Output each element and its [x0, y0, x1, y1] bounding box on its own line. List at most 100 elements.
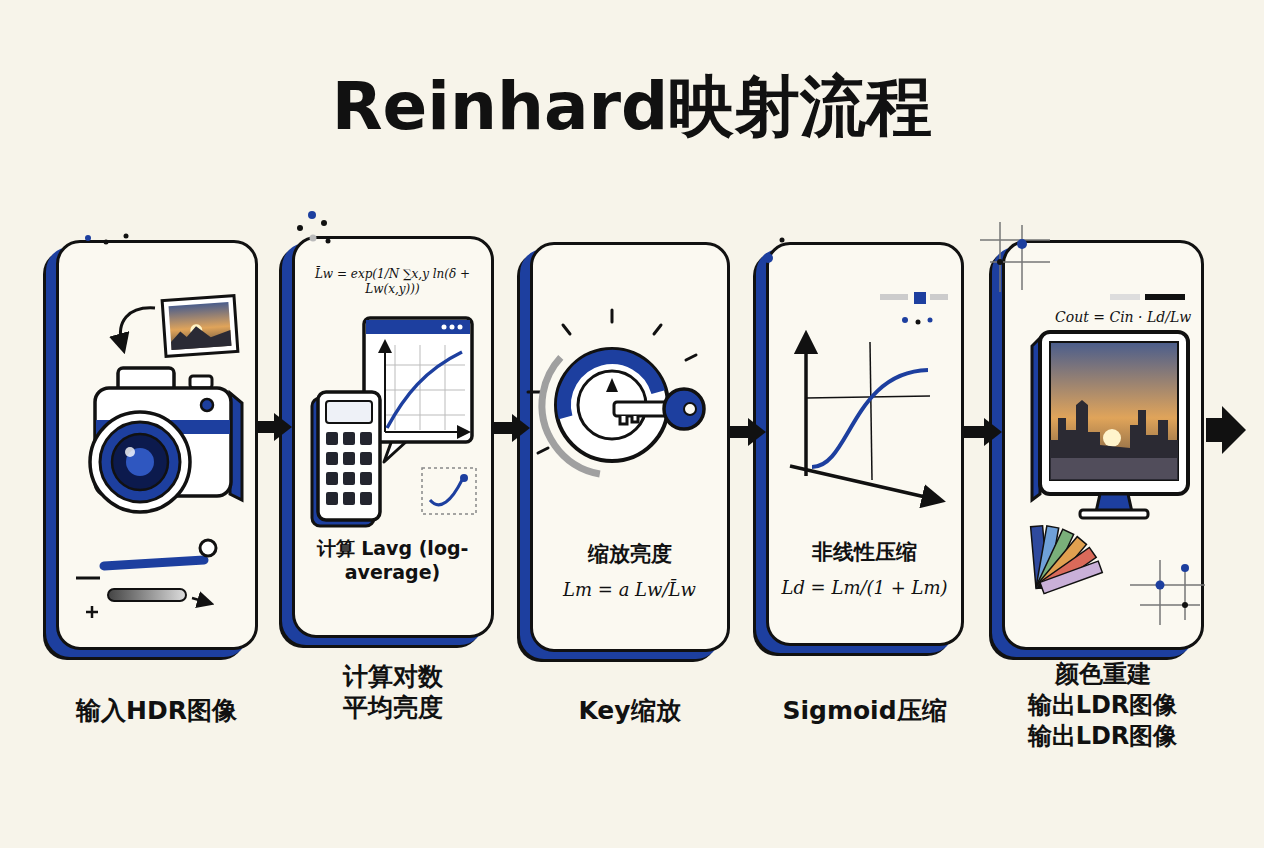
monitor-illustration	[1145, 294, 1185, 300]
camera-illustration	[190, 324, 203, 337]
calculator-chart-illustration	[326, 472, 338, 485]
diagram-title: Reinhard映射流程	[0, 66, 1264, 149]
dial-key-illustration	[531, 324, 693, 486]
calculator-chart-illustration	[366, 320, 470, 334]
monitor-illustration	[1040, 561, 1102, 593]
calculator-chart-illustration	[343, 492, 355, 505]
step-label: 输入HDR图像	[59, 695, 254, 726]
monitor-illustration	[1037, 529, 1074, 590]
monitor-illustration	[1050, 400, 1178, 480]
calculator-chart-illustration	[297, 225, 303, 231]
monitor-illustration	[1040, 332, 1188, 494]
calculator-chart-illustration	[360, 492, 372, 505]
step-heading: 非线性压缩	[769, 539, 960, 565]
calculator-chart-illustration	[308, 211, 316, 219]
flow-arrow	[258, 421, 274, 433]
sigmoid-chart-illustration	[763, 238, 948, 500]
camera-illustration	[230, 393, 242, 500]
camera-illustration	[95, 388, 231, 496]
camera-illustration	[124, 234, 129, 239]
sigmoid-chart-illustration	[812, 370, 928, 467]
sigmoid-chart-illustration	[930, 294, 948, 300]
camera-illustration	[169, 302, 232, 350]
calculator-chart-illustration	[360, 452, 372, 465]
camera-illustration	[100, 422, 180, 502]
camera-illustration	[192, 598, 206, 602]
camera-illustration	[126, 448, 154, 476]
calculator-chart-illustration	[384, 440, 408, 462]
formula: Cout = Cin · Ld/Lw	[1055, 309, 1191, 327]
calculator-chart-illustration	[318, 392, 380, 520]
exit-arrow	[1206, 406, 1246, 454]
monitor-illustration	[997, 259, 1003, 265]
calculator-chart-illustration	[360, 472, 372, 485]
sigmoid-chart-illustration	[763, 253, 773, 263]
sigmoid-chart-illustration	[902, 317, 908, 323]
camera-illustration	[96, 420, 230, 434]
flow-arrow	[494, 422, 512, 434]
sigmoid-chart-illustration	[914, 292, 926, 304]
sigmoid-chart-illustration	[928, 318, 933, 323]
calculator-chart-illustration	[326, 492, 338, 505]
monitor-illustration	[1096, 494, 1132, 512]
monitor-illustration	[1037, 537, 1086, 592]
camera-illustration	[86, 606, 98, 618]
calculator-chart-illustration	[384, 346, 386, 432]
sigmoid-chart-illustration	[804, 342, 808, 476]
camera-illustration	[120, 308, 155, 344]
camera-illustration	[76, 234, 242, 619]
monitor-illustration	[1181, 564, 1189, 572]
calculator-chart-illustration	[343, 472, 355, 485]
monitor-illustration	[980, 222, 1050, 292]
calculator-chart-illustration	[310, 235, 317, 242]
camera-illustration	[108, 589, 186, 601]
monitor-illustration	[980, 222, 1205, 625]
monitor-illustration	[1103, 429, 1121, 447]
process-card: Cout = Cin · Ld/Lw颜色重建 输出LDR图像 输出LDR图像	[1002, 240, 1204, 650]
sigmoid-chart-illustration	[780, 238, 785, 243]
formula: Lm = a Lw/L̄w	[533, 579, 726, 602]
step-label: Key缩放	[533, 695, 726, 726]
camera-illustration	[85, 235, 91, 241]
monitor-illustration	[1031, 526, 1103, 594]
calculator-chart-illustration	[430, 480, 462, 505]
calculator-chart-illustration	[326, 432, 372, 505]
camera-illustration	[201, 399, 213, 411]
formula: L̄w = exp(1/N ∑x,y ln(δ + Lw(x,y)))	[301, 267, 484, 297]
dial-key-illustration	[528, 310, 696, 453]
camera-illustration	[125, 447, 135, 457]
process-card: L̄w = exp(1/N ∑x,y ln(δ + Lw(x,y))) 计算 La…	[292, 236, 494, 638]
camera-illustration	[112, 434, 168, 490]
calculator-chart-illustration	[422, 468, 476, 514]
calculator-chart-illustration	[321, 220, 327, 226]
step-label: Sigmoid压缩	[769, 695, 960, 726]
dial-key-illustration	[614, 402, 668, 416]
camera-illustration	[90, 412, 190, 512]
calculator-chart-illustration	[312, 398, 374, 526]
step-heading: 计算 Lavg (log-average)	[307, 537, 478, 585]
calculator-chart-illustration	[326, 401, 372, 423]
flow-arrow	[730, 426, 748, 438]
formula: Ld = Lm/(1 + Lm)	[769, 577, 960, 600]
monitor-illustration	[1050, 342, 1178, 480]
camera-illustration	[104, 240, 109, 245]
monitor-illustration	[1036, 526, 1059, 589]
dial-key-illustration	[578, 371, 646, 439]
monitor-illustration	[1156, 581, 1165, 590]
calculator-chart-illustration	[360, 432, 372, 445]
exit-arrow	[1206, 406, 1246, 454]
calculator-chart-illustration	[385, 345, 465, 430]
calculator-chart-illustration	[387, 352, 462, 428]
monitor-illustration	[1032, 338, 1040, 500]
process-card: 输入HDR图像	[56, 240, 258, 650]
monitor-illustration	[1017, 239, 1027, 249]
calculator-chart-illustration	[297, 211, 476, 526]
camera-illustration	[170, 324, 231, 350]
camera-illustration	[76, 577, 100, 580]
calculator-chart-illustration	[450, 325, 455, 330]
sigmoid-chart-illustration	[790, 466, 934, 499]
dial-key-illustration	[553, 346, 671, 464]
monitor-illustration	[1110, 294, 1140, 300]
monitor-illustration	[1080, 510, 1148, 518]
step-label: 颜色重建 输出LDR图像 输出LDR图像	[1012, 659, 1193, 753]
